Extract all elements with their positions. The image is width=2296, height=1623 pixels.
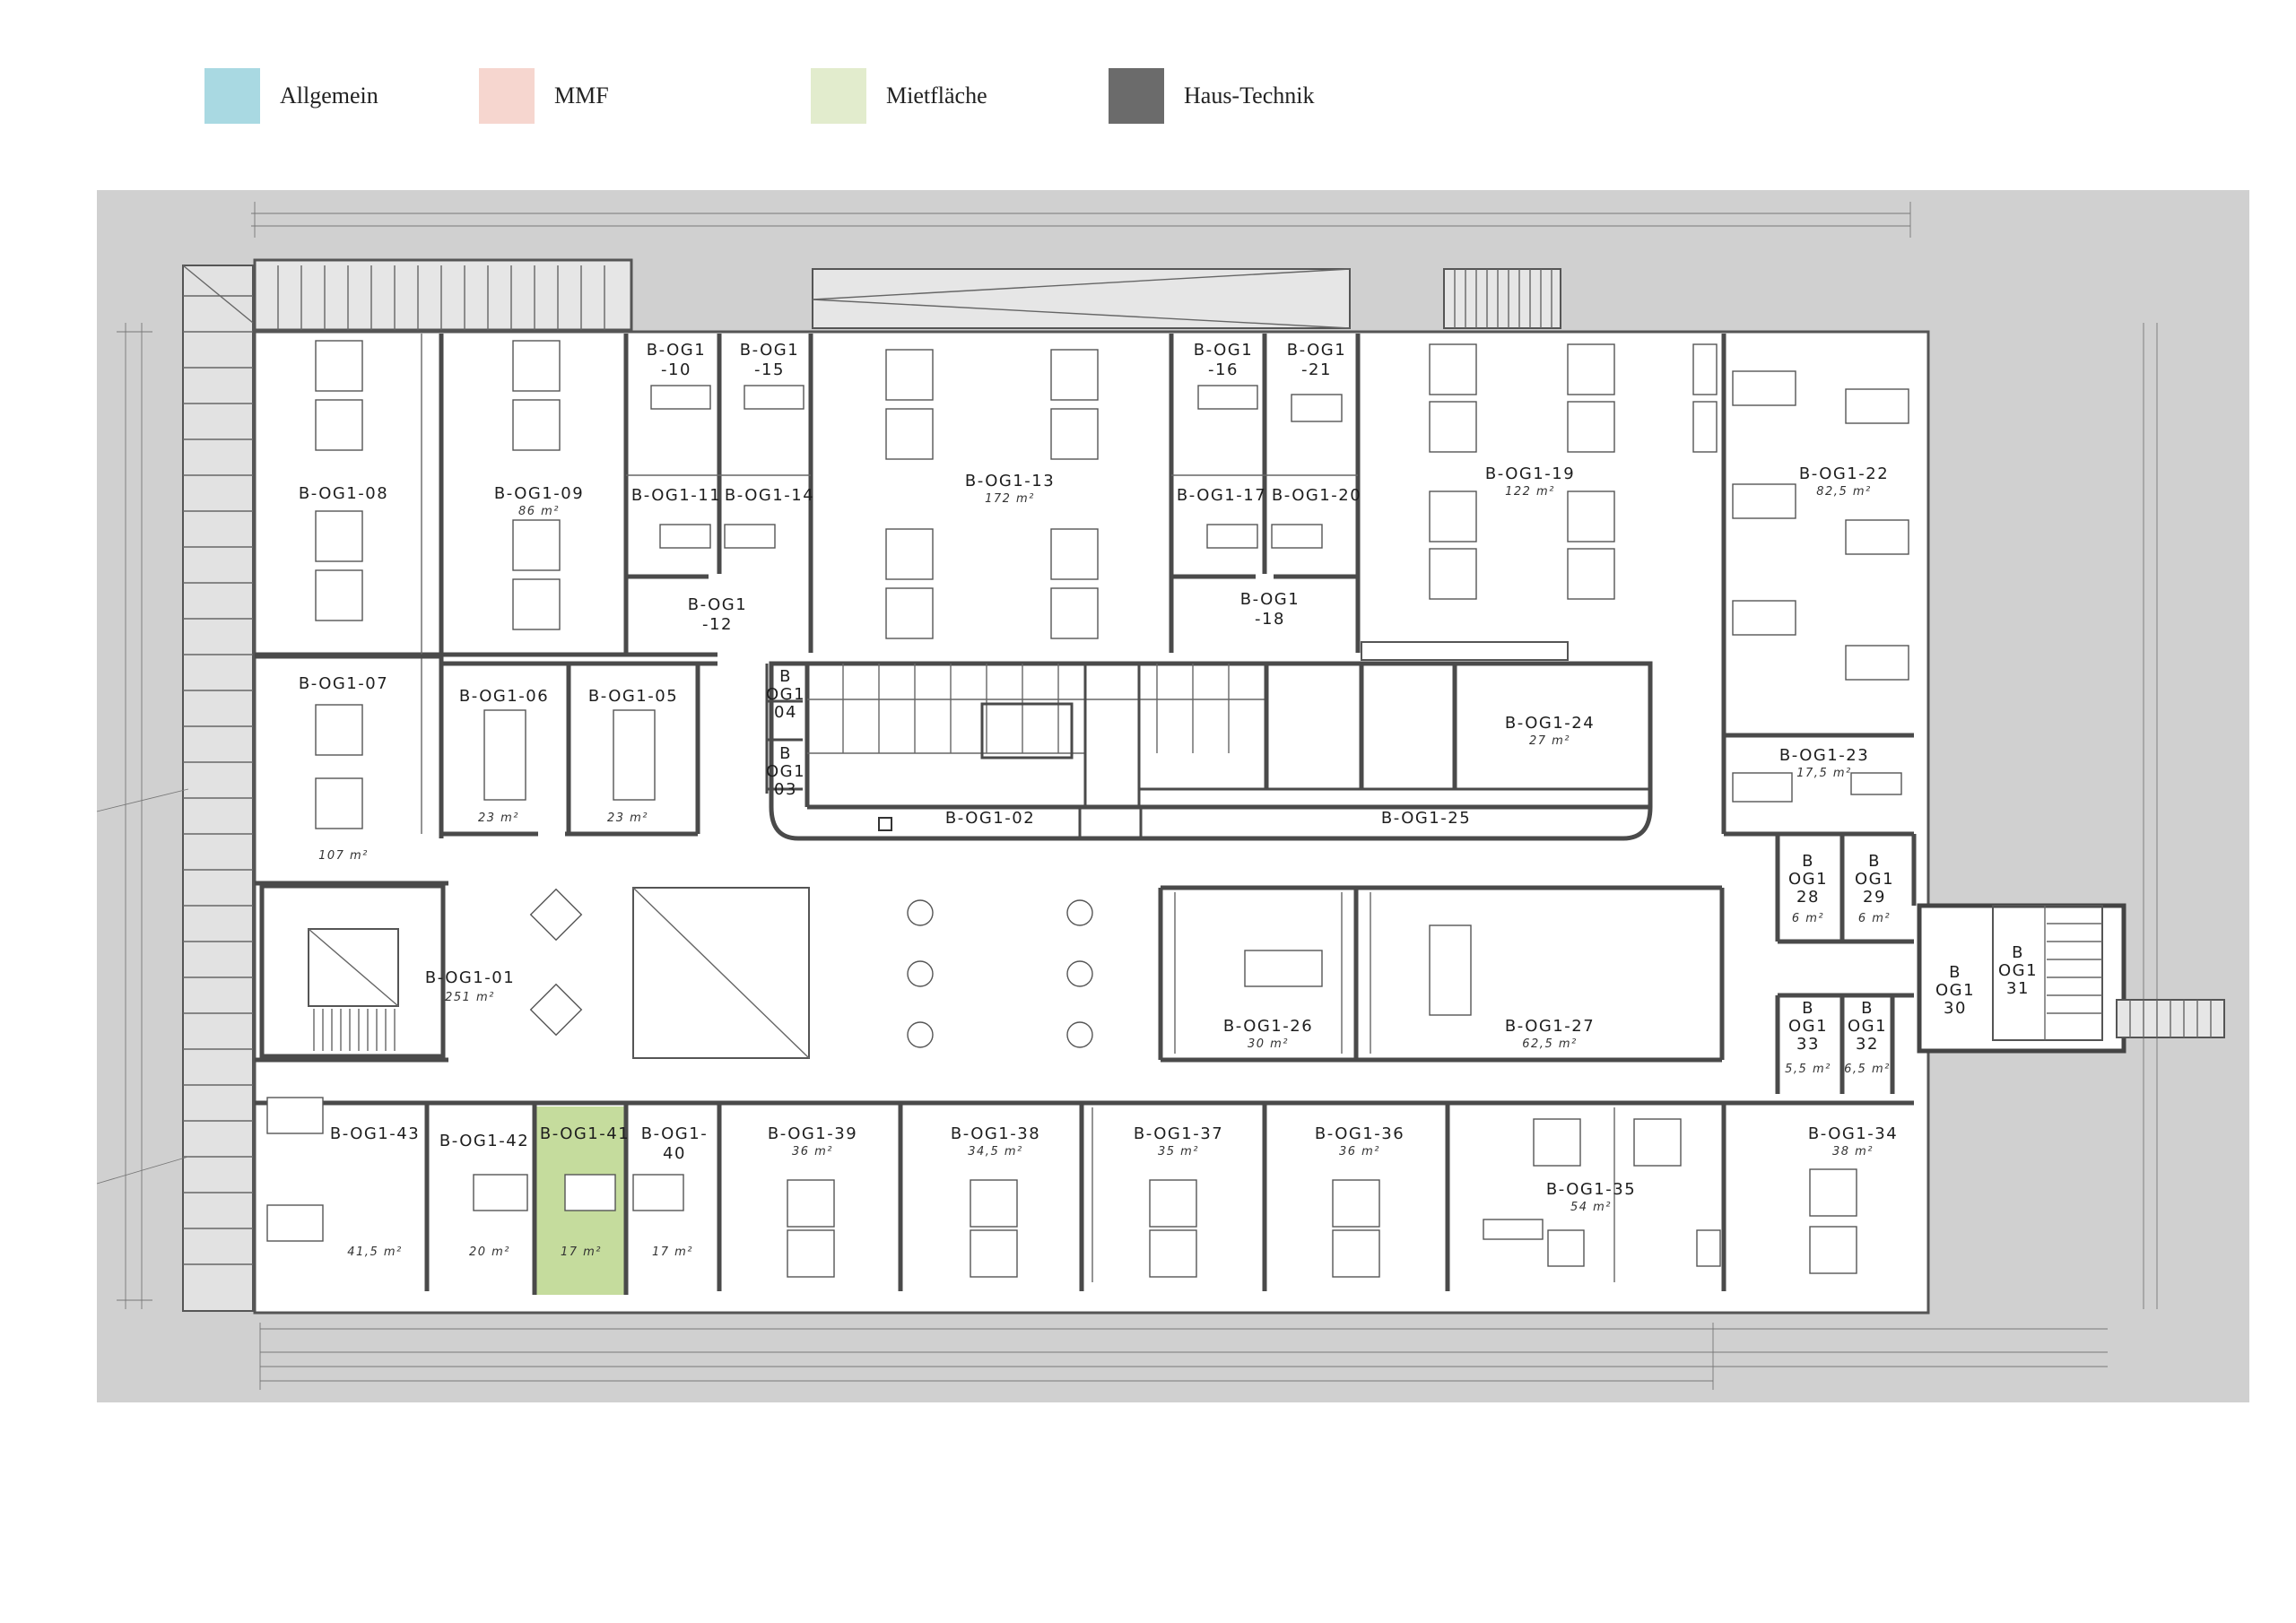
legend-swatch-haus-technik <box>1109 68 1164 124</box>
room-area-b-og1-22: 82,5 m² <box>1816 485 1871 499</box>
walls <box>255 334 1917 1295</box>
room-label-b-og1-41: B-OG1-41 <box>540 1124 630 1143</box>
room-label-b-og1-07: B-OG1-07 <box>299 674 388 693</box>
room-label-b-og1-02: B-OG1-02 <box>945 809 1035 828</box>
room-area-b-og1-41: 17 m² <box>561 1245 602 1259</box>
room-label-b-og1-43: B-OG1-43 <box>330 1124 420 1143</box>
annex-floor <box>1917 903 2126 1054</box>
room-area-b-og1-23: 17,5 m² <box>1796 767 1851 780</box>
room-label-b-og1-22: B-OG1-22 <box>1799 464 1889 483</box>
room-label-b-og1-01: B-OG1-01 <box>425 968 515 987</box>
room-label-b-og1-25: B-OG1-25 <box>1381 809 1471 828</box>
room-label-b-og1-40: B-OG1-40 <box>641 1124 708 1163</box>
legend-swatch-allgemein <box>204 68 260 124</box>
room-label-b-og1-16: B-OG1-16 <box>1194 341 1253 379</box>
atrium-diagonal <box>632 887 810 1059</box>
room-area-b-og1-01: 251 m² <box>445 991 495 1004</box>
room-label-b-og1-21: B-OG1-21 <box>1287 341 1346 379</box>
room-area-b-og1-19: 122 m² <box>1505 485 1555 499</box>
room-label-b-og1-39: B-OG1-39 <box>768 1124 857 1143</box>
legend-haus-technik: Haus-Technik <box>1109 68 1314 124</box>
room-area-b-og1-42: 20 m² <box>469 1245 510 1259</box>
room-labels: B-OG1-08 B-OG1-09 86 m² B-OG1-10 B-OG1-1… <box>299 341 2038 1259</box>
furniture <box>266 340 1909 1278</box>
room-label-b-og1-10: B-OG1-10 <box>647 341 706 379</box>
room-label-b-og1-08: B-OG1-08 <box>299 484 388 503</box>
room-area-b-og1-24: 27 m² <box>1529 734 1570 748</box>
room-area-b-og1-40: 17 m² <box>652 1245 693 1259</box>
room-area-b-og1-39: 36 m² <box>792 1145 833 1159</box>
room-label-b-og1-20: B-OG1-20 <box>1272 486 1361 505</box>
legend-swatch-mietflaeche <box>811 68 866 124</box>
room-area-b-og1-43: 41,5 m² <box>347 1245 402 1259</box>
room-area-b-og1-09: 86 m² <box>518 505 560 518</box>
room-label-b-og1-09: B-OG1-09 <box>494 484 584 503</box>
room-area-b-og1-28: 6 m² <box>1792 912 1824 925</box>
room-label-b-og1-12: B-OG1-12 <box>688 595 747 634</box>
room-label-b-og1-05: B-OG1-05 <box>588 687 678 706</box>
room-label-b-og1-23: B-OG1-23 <box>1779 746 1869 765</box>
annex-stairs <box>1992 905 2225 1041</box>
room-label-b-og1-13: B-OG1-13 <box>965 472 1055 490</box>
room-area-b-og1-38: 34,5 m² <box>968 1145 1022 1159</box>
core-block <box>765 641 1653 841</box>
atrium-void <box>632 887 810 1059</box>
room-area-b-og1-27: 62,5 m² <box>1522 1037 1577 1051</box>
room-label-b-og1-26: B-OG1-26 <box>1223 1017 1313 1036</box>
room-area-b-og1-26: 30 m² <box>1248 1037 1289 1051</box>
central-stair <box>259 883 446 1059</box>
top-technical-strip <box>253 258 1561 332</box>
legend-label-haus-technik: Haus-Technik <box>1184 82 1315 108</box>
room-label-b-og1-34: B-OG1-34 <box>1808 1124 1898 1143</box>
room-label-b-og1-35: B-OG1-35 <box>1546 1180 1636 1199</box>
room-area-b-og1-07: 107 m² <box>318 849 369 863</box>
legend-mmf: MMF <box>479 68 609 124</box>
legend-label-mietflaeche: Mietfläche <box>886 82 987 108</box>
room-label-b-og1-27: B-OG1-27 <box>1505 1017 1595 1036</box>
legend-allgemein: Allgemein <box>204 68 378 124</box>
left-ramp <box>96 265 254 1312</box>
room-area-b-og1-37: 35 m² <box>1158 1145 1199 1159</box>
room-label-b-og1-38: B-OG1-38 <box>951 1124 1040 1143</box>
legend-mietflaeche: Mietfläche <box>811 68 987 124</box>
room-area-b-og1-33: 5,5 m² <box>1785 1063 1831 1076</box>
room-label-b-og1-19: B-OG1-19 <box>1485 464 1575 483</box>
room-label-b-og1-37: B-OG1-37 <box>1134 1124 1223 1143</box>
room-label-b-og1-14: B-OG1-14 <box>725 486 814 505</box>
room-area-b-og1-34: 38 m² <box>1832 1145 1874 1159</box>
dimension-lines <box>117 202 2158 1390</box>
room-area-b-og1-36: 36 m² <box>1339 1145 1380 1159</box>
room-area-b-og1-35: 54 m² <box>1570 1201 1612 1214</box>
room-label-b-og1-06: B-OG1-06 <box>459 687 549 706</box>
room-label-b-og1-36: B-OG1-36 <box>1315 1124 1405 1143</box>
legend-label-allgemein: Allgemein <box>280 82 378 108</box>
room-area-b-og1-32: 6,5 m² <box>1844 1063 1891 1076</box>
room-area-b-og1-05: 23 m² <box>607 812 648 825</box>
room-area-b-og1-29: 6 m² <box>1858 912 1891 925</box>
room-area-b-og1-06: 23 m² <box>478 812 519 825</box>
room-label-b-og1-15: B-OG1-15 <box>740 341 799 379</box>
room-label-b-og1-42: B-OG1-42 <box>439 1132 529 1150</box>
legend-swatch-mmf <box>479 68 535 124</box>
room-area-b-og1-13: 172 m² <box>985 492 1035 506</box>
legend-label-mmf: MMF <box>554 82 609 108</box>
room-label-b-og1-24: B-OG1-24 <box>1505 714 1595 733</box>
room-label-b-og1-17: B-OG1-17 <box>1177 486 1266 505</box>
room-label-b-og1-18: B-OG1-18 <box>1240 590 1300 629</box>
room-label-b-og1-11: B-OG1-11 <box>631 486 721 505</box>
